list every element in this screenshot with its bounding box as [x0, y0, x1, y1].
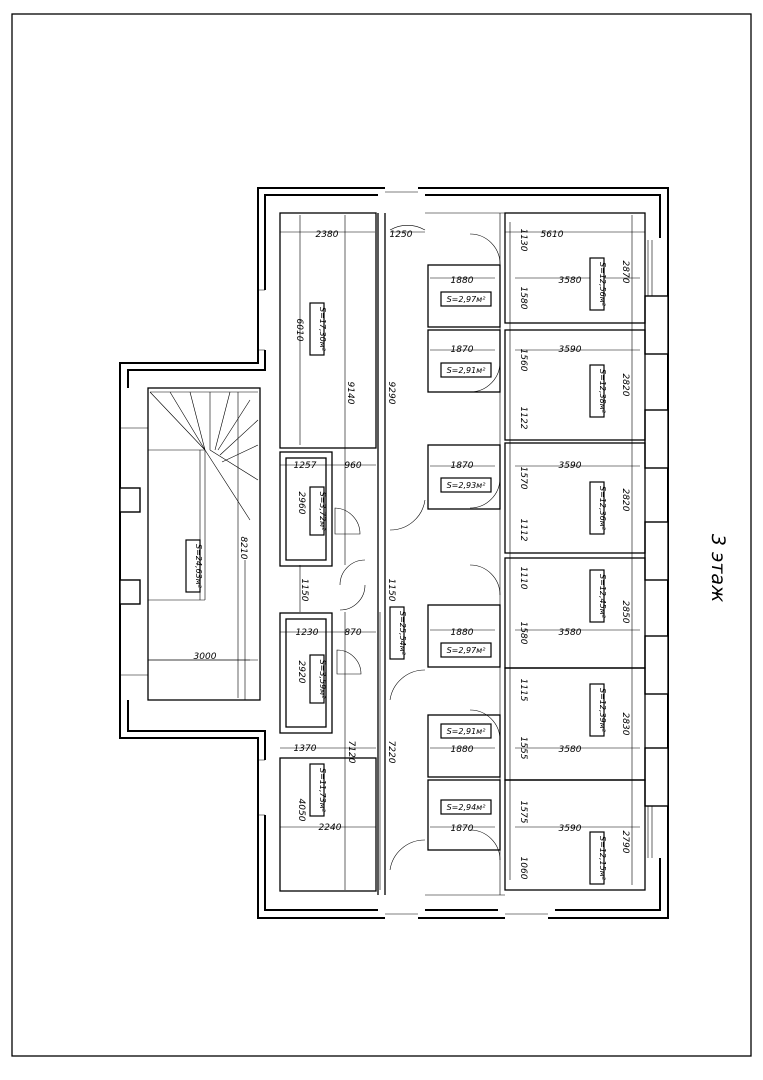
dim-2790: 2790	[620, 831, 630, 854]
area-bath-6-text: S=2,94м²	[447, 803, 487, 812]
area-room-1: S=12,56м²	[589, 257, 607, 311]
area-left-bottom: S=11,73м²	[309, 763, 327, 817]
dim-1250: 1250	[390, 230, 413, 240]
area-left-top: S=17,30м²	[309, 302, 327, 356]
dim-9290: 9290	[386, 382, 396, 405]
area-left-bottom-text: S=11,73м²	[318, 768, 327, 813]
dim-2240: 2240	[319, 823, 342, 833]
dim-1060: 1060	[518, 857, 528, 880]
area-bath-2: S=2,91м²	[440, 362, 492, 378]
dim-1870-b: 1870	[451, 461, 474, 471]
corridor	[377, 213, 501, 895]
area-left-closet-1: S=3,72м²	[309, 486, 327, 536]
area-left-closet-2: S=3,59м²	[309, 654, 327, 704]
area-left-closet-1-text: S=3,72м²	[318, 492, 327, 532]
area-bath-6: S=2,94м²	[440, 799, 492, 815]
dim-2820-a: 2820	[620, 374, 630, 397]
area-room-5: S=12,39м²	[589, 683, 607, 737]
dim-1880-b: 1880	[451, 628, 474, 638]
left-rooms	[279, 212, 377, 892]
dim-1257: 1257	[294, 461, 317, 471]
dim-1230: 1230	[296, 628, 319, 638]
windows	[119, 191, 669, 915]
dim-5610: 5610	[541, 230, 564, 240]
dim-2870: 2870	[620, 261, 630, 284]
dim-1880-c: 1880	[451, 745, 474, 755]
area-room-3-text: S=12,36м²	[598, 486, 607, 531]
dim-6010: 6010	[294, 319, 304, 342]
dim-1110: 1110	[518, 567, 528, 590]
area-room-4-text: S=12,45м²	[598, 574, 607, 619]
dim-1115: 1115	[518, 679, 528, 702]
dim-1150-a: 1150	[299, 579, 309, 602]
sheet-frame	[11, 13, 752, 1057]
area-room-2-text: S=12,38м²	[598, 369, 607, 414]
area-left-top-text: S=17,30м²	[318, 307, 327, 352]
dim-3580-b: 3580	[559, 628, 582, 638]
outer-walls	[119, 187, 669, 919]
dim-3590-c: 3590	[559, 824, 582, 834]
dim-870: 870	[344, 628, 361, 638]
area-room-3: S=12,36м²	[589, 481, 607, 535]
dim-1150-b: 1150	[386, 579, 396, 602]
dim-2830: 2830	[620, 713, 630, 736]
dim-2380: 2380	[316, 230, 339, 240]
area-left-closet-2-text: S=3,59м²	[318, 660, 327, 700]
area-room-6: S=12,15м²	[589, 831, 607, 885]
dim-2960: 2960	[296, 492, 306, 515]
area-room-1-text: S=12,56м²	[598, 262, 607, 307]
area-corridor-text: S=25,54м²	[398, 611, 407, 656]
dim-1580-b: 1580	[518, 622, 528, 645]
dim-7120: 7120	[346, 741, 356, 764]
area-bath-5-text: S=2,91м²	[447, 727, 487, 736]
dim-1880-a: 1880	[451, 276, 474, 286]
area-bath-4-text: S=2,97м²	[447, 646, 487, 655]
dim-3580-a: 3580	[559, 276, 582, 286]
dim-2920: 2920	[296, 661, 306, 684]
dim-3000: 3000	[194, 652, 217, 662]
dim-960: 960	[344, 461, 361, 471]
floor-title: 3 этаж	[707, 534, 729, 602]
dim-9140: 9140	[345, 382, 355, 405]
dimension-texts: 2380 1250 5610 1880 3580 1870 3590 1257 …	[194, 229, 630, 880]
dim-1870-a: 1870	[451, 345, 474, 355]
dim-4050: 4050	[296, 799, 306, 822]
area-room-4: S=12,45м²	[589, 569, 607, 623]
dim-7220: 7220	[386, 741, 396, 764]
dim-2820-b: 2820	[620, 489, 630, 512]
area-bath-1: S=2,97м²	[440, 291, 492, 307]
area-corridor: S=25,54м²	[389, 606, 407, 660]
dim-3590-b: 3590	[559, 461, 582, 471]
dim-1560: 1560	[518, 349, 528, 372]
dim-1130: 1130	[518, 229, 528, 252]
area-bath-2-text: S=2,91м²	[447, 366, 487, 375]
dim-1122: 1122	[518, 407, 528, 430]
dim-1870-c: 1870	[451, 824, 474, 834]
dim-1575: 1575	[518, 801, 528, 824]
area-bath-4: S=2,97м²	[440, 642, 492, 658]
area-bath-3-text: S=2,93м²	[447, 481, 487, 490]
area-room-6-text: S=12,15м²	[598, 836, 607, 881]
dim-2850: 2850	[620, 601, 630, 624]
area-room-5-text: S=12,39м²	[598, 688, 607, 733]
dim-1580-a: 1580	[518, 287, 528, 310]
area-stair-text: S=24,63м²	[194, 544, 203, 589]
area-bath-1-text: S=2,97м²	[447, 295, 487, 304]
dim-1555: 1555	[518, 737, 528, 760]
dimension-lines	[148, 213, 645, 890]
dim-3590-a: 3590	[559, 345, 582, 355]
dim-3580-c: 3580	[559, 745, 582, 755]
dim-1570: 1570	[518, 467, 528, 490]
dim-8210: 8210	[238, 537, 248, 560]
area-bath-3: S=2,93м²	[440, 477, 492, 493]
dim-1112: 1112	[518, 519, 528, 542]
area-room-2: S=12,38м²	[589, 364, 607, 418]
dim-1370: 1370	[294, 744, 317, 754]
area-stair: S=24,63м²	[185, 539, 203, 593]
area-bath-5: S=2,91м²	[440, 723, 492, 739]
area-labels: S=12,56м² S=12,38м² S=12,36м² S=12,45м² …	[185, 257, 607, 885]
right-rooms	[425, 212, 646, 896]
